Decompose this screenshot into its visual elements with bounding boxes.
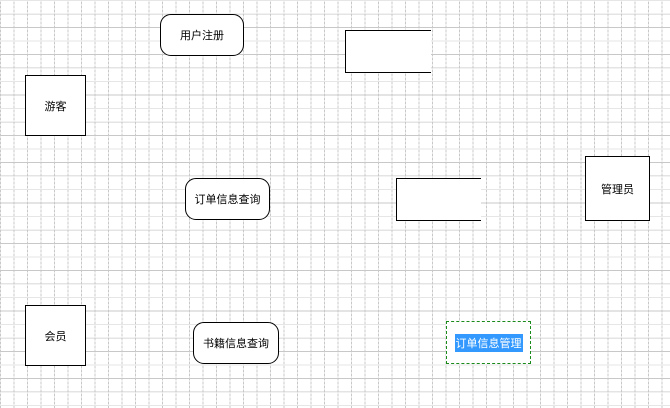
process-book-query[interactable]: 书籍信息查询: [193, 322, 279, 364]
entity-member[interactable]: 会员: [25, 305, 86, 366]
process-book-query-label: 书籍信息查询: [203, 337, 269, 350]
process-order-query[interactable]: 订单信息查询: [185, 178, 270, 220]
entity-visitor-label: 游客: [44, 99, 67, 113]
entity-admin-label: 管理员: [601, 182, 634, 196]
data-store-1[interactable]: [345, 30, 431, 73]
entity-visitor[interactable]: 游客: [25, 75, 86, 136]
entity-admin[interactable]: 管理员: [585, 156, 650, 221]
process-order-manage-label[interactable]: 订单信息管理: [454, 333, 523, 352]
process-order-manage-selected[interactable]: 订单信息管理: [446, 321, 531, 364]
process-user-register-label: 用户注册: [180, 29, 224, 42]
data-store-2[interactable]: [396, 178, 481, 221]
process-user-register[interactable]: 用户注册: [160, 14, 244, 56]
process-order-query-label: 订单信息查询: [194, 193, 261, 206]
entity-member-label: 会员: [44, 329, 67, 343]
